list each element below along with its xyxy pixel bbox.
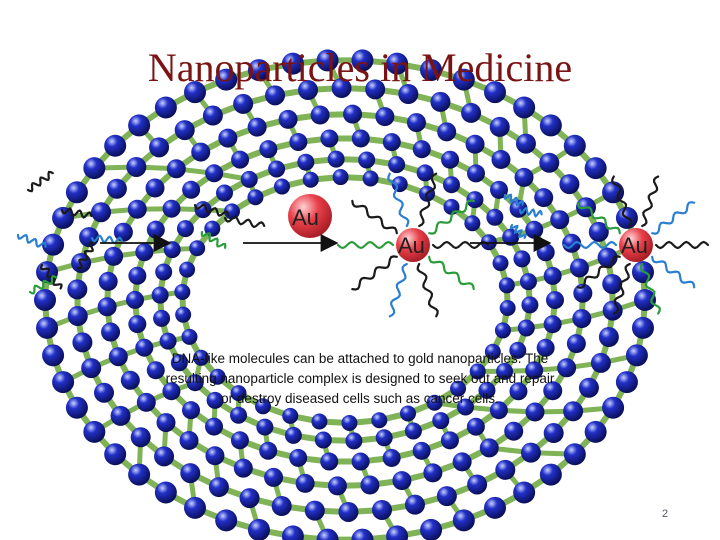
caption-line: resulting nanoparticle complex is design… — [165, 371, 555, 386]
au-label-1: Au — [292, 205, 319, 230]
caption-line: DNA-like molecules can be attached to go… — [171, 351, 549, 366]
caption: DNA-like molecules can be attached to go… — [95, 349, 625, 409]
slide-title: Nanoparticles in Medicine — [147, 45, 573, 90]
au-label-2: Au — [398, 233, 425, 258]
gold-nanoparticles — [288, 194, 653, 262]
au-label-3: Au — [621, 233, 648, 258]
page-number: 2 — [662, 508, 669, 520]
dna-strands — [16, 170, 710, 318]
caption-line: or destroy diseased cells such as cancer… — [221, 391, 499, 406]
nanotube-ring-icon — [34, 49, 656, 540]
